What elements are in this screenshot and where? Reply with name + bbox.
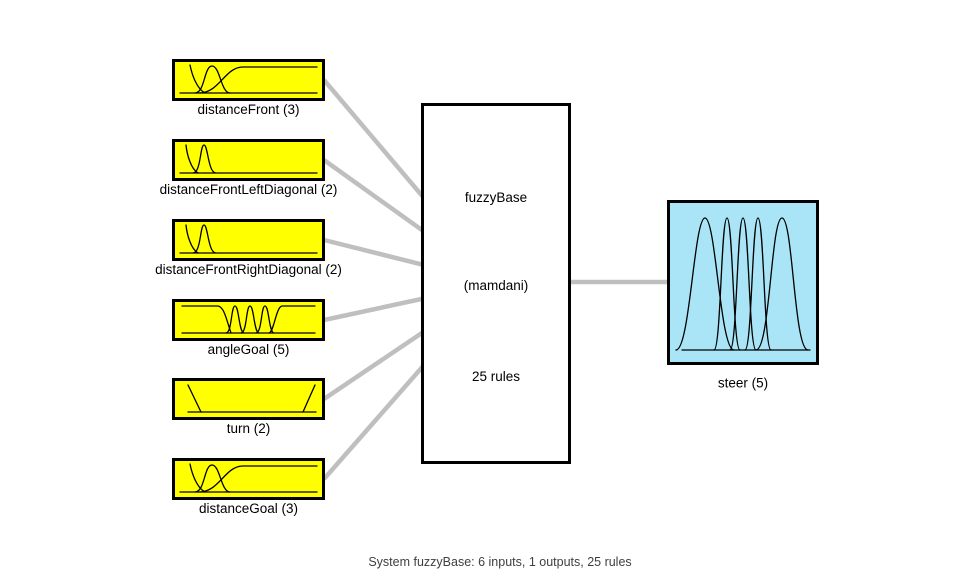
input-group-distanceFront: distanceFront (3) <box>172 59 325 117</box>
input-mf-box-angleGoal[interactable] <box>172 299 325 341</box>
rule-box[interactable]: fuzzyBase (mamdani) 25 rules <box>421 103 571 464</box>
system-name: fuzzyBase <box>464 190 528 205</box>
input-label: distanceFrontLeftDiagonal (2) <box>159 182 338 197</box>
status-text: System fuzzyBase: 6 inputs, 1 outputs, 2… <box>368 555 632 569</box>
membership-curves <box>181 305 316 334</box>
input-group-angleGoal: angleGoal (5) <box>172 299 325 357</box>
input-mf-box-turn[interactable] <box>172 378 325 420</box>
input-label: distanceFrontRightDiagonal (2) <box>155 262 342 277</box>
input-group-turn: turn (2) <box>172 378 325 436</box>
output-label: steer (5) <box>717 375 769 391</box>
output-mf-box-steer[interactable] <box>667 200 819 365</box>
input-label: turn (2) <box>226 421 271 436</box>
membership-curves <box>179 144 318 174</box>
input-mf-box-distanceGoal[interactable] <box>172 458 325 500</box>
input-mf-box-distanceFrontRightDiagonal[interactable] <box>172 219 325 261</box>
output-group-steer: steer (5) <box>667 200 819 391</box>
membership-curves <box>187 384 317 413</box>
input-mf-box-distanceFront[interactable] <box>172 59 325 101</box>
membership-curves <box>179 463 318 493</box>
input-label: angleGoal (5) <box>207 342 290 357</box>
input-group-distanceFrontLeftDiagonal: distanceFrontLeftDiagonal (2) <box>160 139 337 197</box>
membership-curves <box>179 224 318 254</box>
inference-type: (mamdani) <box>463 278 529 293</box>
input-label: distanceFront (3) <box>197 102 300 117</box>
input-label: distanceGoal (3) <box>198 501 299 516</box>
membership-curves <box>179 64 318 94</box>
input-group-distanceFrontRightDiagonal: distanceFrontRightDiagonal (2) <box>155 219 342 277</box>
input-group-distanceGoal: distanceGoal (3) <box>172 458 325 516</box>
input-mf-box-distanceFrontLeftDiagonal[interactable] <box>172 139 325 181</box>
rule-count-label: 25 rules <box>471 369 521 384</box>
membership-curves <box>675 217 811 351</box>
